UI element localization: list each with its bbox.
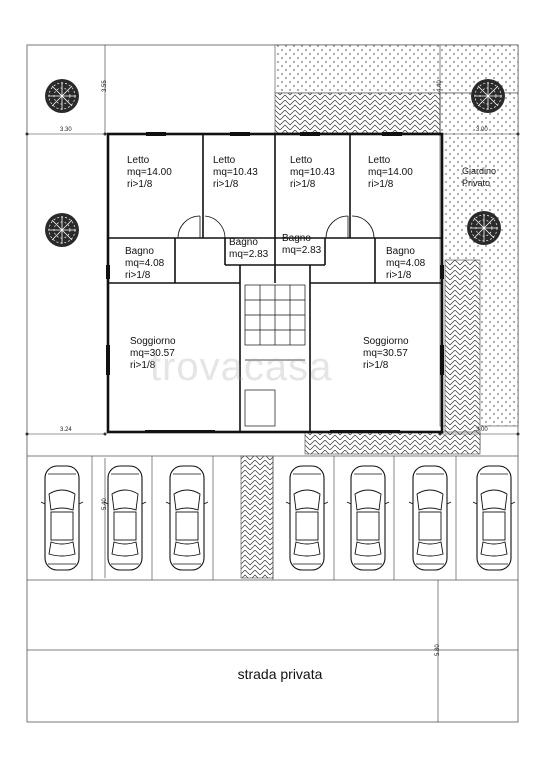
room-area: mq=14.00	[368, 167, 413, 178]
road-label: strada privata	[237, 666, 323, 682]
room-area: mq=10.43	[290, 167, 335, 178]
dim-mid-right-width: 3.00	[476, 427, 488, 433]
room-letto-3: Letto mq=10.43 ri>1/8	[290, 155, 335, 191]
room-ratio: ri>1/8	[213, 179, 239, 190]
room-area: mq=2.83	[282, 245, 322, 256]
room-ratio: ri>1/8	[363, 360, 389, 371]
room-name: Soggiorno	[363, 336, 409, 347]
room-area: mq=14.00	[127, 167, 172, 178]
room-area: mq=30.57	[363, 348, 408, 359]
room-letto-4: Letto mq=14.00 ri>1/8	[368, 155, 413, 191]
room-area: mq=10.43	[213, 167, 258, 178]
garden-label-line1: Giardino	[462, 166, 497, 176]
room-soggiorno-1: Soggiorno mq=30.57 ri>1/8	[130, 336, 176, 372]
room-name: Soggiorno	[130, 336, 176, 347]
room-bagno-3: Bagno mq=2.83	[282, 233, 321, 257]
room-area: mq=30.57	[130, 348, 175, 359]
watermark: trovacasa	[150, 345, 333, 389]
dim-top-left-height: 3.55	[102, 80, 108, 92]
room-ratio: ri>1/8	[130, 360, 156, 371]
room-name: Letto	[368, 155, 391, 166]
room-soggiorno-2: Soggiorno mq=30.57 ri>1/8	[363, 336, 409, 372]
dim-top-left-width: 3.30	[60, 127, 72, 133]
room-ratio: ri>1/8	[368, 179, 394, 190]
room-area: mq=4.08	[125, 258, 165, 269]
room-name: Bagno	[386, 246, 415, 257]
dim-road-width: 5.80	[435, 644, 441, 656]
room-letto-2: Letto mq=10.43 ri>1/8	[213, 155, 258, 191]
dim-mid-left-width: 3.24	[60, 427, 72, 433]
room-letto-1: Letto mq=14.00 ri>1/8	[127, 155, 172, 191]
dim-top-right-width: 3.00	[476, 127, 488, 133]
room-name: Bagno	[125, 246, 154, 257]
dim-parking-depth: 5.40	[102, 498, 108, 510]
room-bagno-4: Bagno mq=4.08 ri>1/8	[386, 246, 425, 282]
room-ratio: ri>1/8	[386, 270, 412, 281]
room-ratio: ri>1/8	[290, 179, 316, 190]
room-name: Letto	[290, 155, 313, 166]
room-name: Bagno	[229, 237, 258, 248]
room-name: Letto	[213, 155, 236, 166]
room-ratio: ri>1/8	[127, 179, 153, 190]
room-ratio: ri>1/8	[125, 270, 151, 281]
garden-label: Giardino Privato	[462, 165, 496, 189]
dim-top-right-height: 4.40	[437, 80, 443, 92]
room-area: mq=4.08	[386, 258, 426, 269]
room-bagno-2: Bagno mq=2.83	[229, 237, 268, 261]
room-area: mq=2.83	[229, 249, 269, 260]
garden-label-line2: Privato	[462, 178, 491, 188]
room-bagno-1: Bagno mq=4.08 ri>1/8	[125, 246, 164, 282]
room-name: Bagno	[282, 233, 311, 244]
room-name: Letto	[127, 155, 150, 166]
